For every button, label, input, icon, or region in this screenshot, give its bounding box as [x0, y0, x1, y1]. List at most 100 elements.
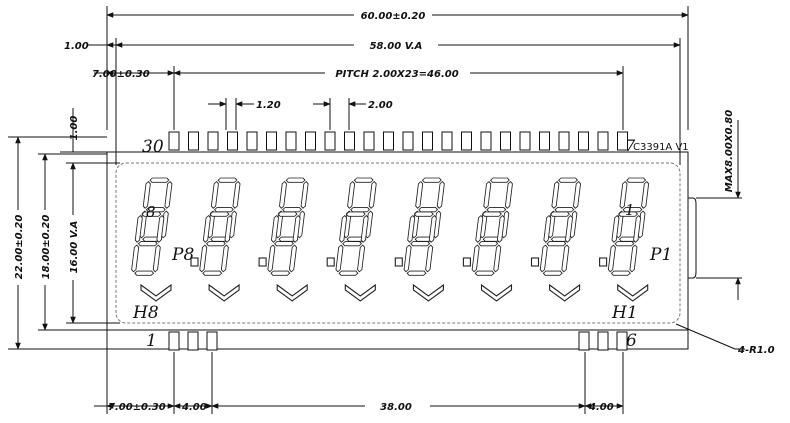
- segment: [539, 244, 548, 273]
- segment: [481, 211, 502, 217]
- top-pin: [207, 131, 219, 151]
- chevron-indicator: [140, 283, 172, 302]
- segment: [350, 207, 371, 213]
- segment: [436, 180, 445, 209]
- segment: [569, 210, 578, 239]
- pin-label-7: 7: [625, 136, 636, 155]
- segment: [267, 244, 276, 273]
- segment: [202, 270, 223, 276]
- segment: [626, 177, 647, 183]
- segment: [152, 244, 161, 273]
- chevron-indicator: [412, 283, 444, 302]
- segment: [345, 211, 366, 217]
- segment: [478, 241, 499, 247]
- top-pin: [344, 131, 355, 151]
- overall-width-label: 60.00±0.20: [361, 11, 426, 22]
- top-pin: [227, 131, 238, 151]
- dim-pin-spacing: 2.00: [313, 98, 393, 130]
- outer-glass: [106, 151, 689, 350]
- seven-segment-digit: [207, 177, 241, 242]
- segment: [619, 180, 628, 209]
- dim-corner-radius: 4-R1.0: [675, 323, 775, 356]
- seven-segment-digit: [403, 211, 437, 276]
- segment: [156, 214, 165, 243]
- bottom-pin: [206, 331, 218, 351]
- decimal-point: [190, 257, 199, 267]
- top-pin: [558, 131, 570, 151]
- top-pin: [363, 131, 375, 151]
- overall-height-label: 22.00±0.20: [14, 215, 25, 280]
- pin-offset-top-label: 7.00±0.30: [92, 69, 150, 80]
- segment: [554, 207, 575, 213]
- segment: [228, 210, 237, 239]
- segment: [614, 241, 635, 247]
- segment: [433, 210, 442, 239]
- pin-offset-bottom-label: 7.00±0.30: [108, 402, 166, 413]
- top-pin: [539, 131, 550, 151]
- top-pin: [480, 131, 492, 151]
- segment: [561, 244, 570, 273]
- segment: [565, 214, 573, 243]
- segment: [279, 180, 287, 209]
- chevron-indicator: [549, 283, 581, 302]
- segment: [428, 214, 437, 243]
- seven-segment-digit: [343, 177, 377, 242]
- segment: [270, 270, 291, 276]
- segment: [134, 270, 155, 276]
- dim-viewing-height: 16.00 V.A: [66, 162, 120, 324]
- segment: [209, 211, 230, 217]
- chevron-indicator: [208, 283, 240, 302]
- dim-inner-height: 18.00±0.20: [38, 153, 107, 331]
- bottom-pin: [578, 331, 590, 351]
- bottom-pin: [597, 331, 609, 351]
- viewing-height-label: 16.00 V.A: [69, 221, 80, 274]
- top-pin: [578, 131, 589, 151]
- seven-segment-digit: [275, 177, 309, 242]
- dim-bottom: 7.00±0.30 4.00 38.00 4.00: [94, 349, 624, 414]
- segment: [288, 244, 297, 273]
- seven-segment-digits: [131, 177, 650, 302]
- segment: [277, 211, 298, 217]
- segment: [474, 270, 495, 276]
- top-pin: [383, 131, 394, 151]
- segment: [425, 244, 434, 273]
- chevron-indicator: [344, 283, 376, 302]
- segment: [629, 244, 638, 273]
- seven-segment-digit: [335, 211, 369, 276]
- segment: [489, 177, 510, 183]
- thickness-label: MAX8.00X0.80: [724, 110, 735, 192]
- seven-segment-digit: [471, 211, 505, 276]
- pin-label-1: 1: [146, 331, 157, 351]
- segment: [504, 180, 513, 209]
- segment: [496, 214, 505, 243]
- segment: [137, 241, 158, 247]
- top-pin: [441, 131, 453, 151]
- segment: [610, 270, 631, 276]
- dim-viewing-width: 58.00 V.A 1.00: [64, 38, 681, 165]
- chevron-label-h1: H1: [611, 303, 638, 323]
- top-pin: [597, 131, 609, 151]
- segment: [220, 244, 229, 273]
- segment: [546, 241, 567, 247]
- bottom-pin-row: [168, 331, 628, 351]
- segment: [607, 244, 616, 273]
- segment: [618, 211, 639, 217]
- segment: [274, 241, 294, 247]
- segment: [641, 180, 650, 209]
- seven-segment-digit: [267, 211, 301, 276]
- dim-pin-pitch: 7.00±0.30 PITCH 2.00X23=46.00: [92, 66, 624, 130]
- digit-number-8: 8: [146, 203, 156, 221]
- decimal-point: [258, 257, 267, 267]
- pitch-label: PITCH 2.00X23=46.00: [335, 69, 458, 80]
- segment: [210, 180, 219, 209]
- viewing-area: [115, 162, 681, 324]
- bottom-right-group-label: 4.00: [588, 402, 614, 413]
- pin-label-6: 6: [626, 331, 637, 351]
- segment: [368, 180, 377, 209]
- segment: [403, 244, 412, 273]
- corner-radius-label: 4-R1.0: [737, 345, 775, 356]
- top-pin: [519, 131, 531, 151]
- top-pin: [305, 131, 316, 151]
- segment: [421, 177, 442, 183]
- bottom-pin: [616, 331, 628, 351]
